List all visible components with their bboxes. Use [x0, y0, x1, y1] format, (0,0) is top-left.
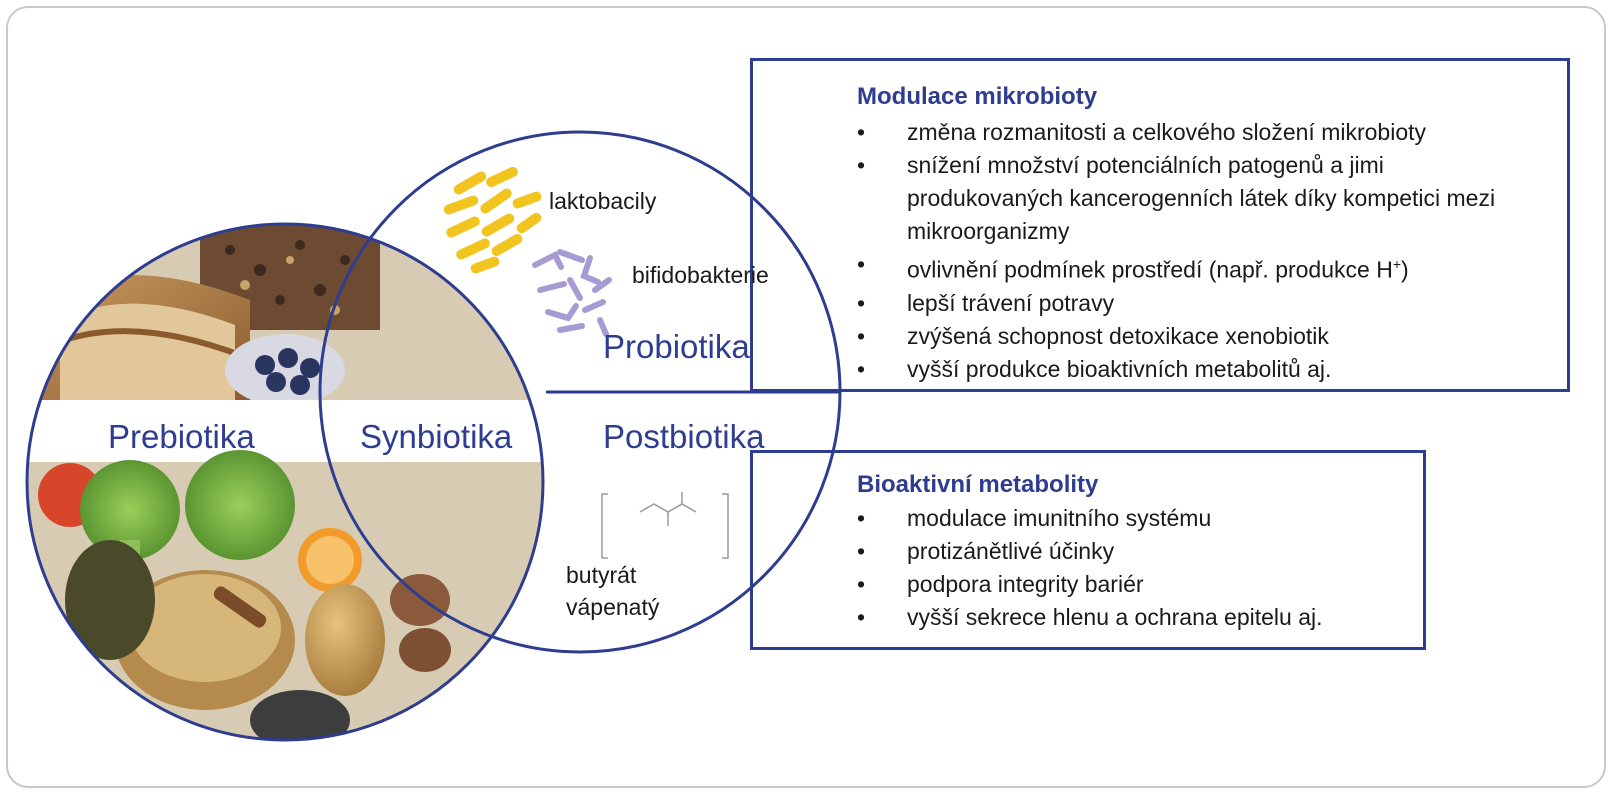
bioactive-metabolites-box: Bioaktivní metabolity modulace imunitníh… [750, 450, 1426, 650]
synbiotika-label: Synbiotika [360, 418, 513, 455]
microbiota-modulation-list: změna rozmanitosti a celkového složení m… [857, 116, 1547, 386]
lactobacilli-illustration [443, 166, 542, 274]
list-item: podpora integrity bariér [857, 568, 1417, 601]
list-item: snížení množství potenciálních patogenů … [857, 149, 1547, 248]
lactobacilli-label: laktobacily [549, 188, 657, 214]
microbiota-modulation-box: Modulace mikrobioty změna rozmanitosti a… [750, 58, 1570, 392]
microbiota-modulation-title: Modulace mikrobioty [857, 83, 1098, 110]
list-item: lepší trávení potravy [857, 287, 1547, 320]
list-item: modulace imunitního systému [857, 502, 1417, 535]
calcium-butyrate-label-line1: butyrát [566, 562, 637, 588]
bifidobacteria-label: bifidobakterie [632, 262, 769, 288]
prebiotika-circle [25, 222, 545, 742]
postbiotika-label: Postbiotika [603, 418, 765, 455]
list-item-text: ovlivnění podmínek prostředí (např. prod… [907, 256, 1393, 283]
list-item: vyšší produkce bioaktivních metabolitů a… [857, 353, 1547, 386]
bifidobacteria-illustration [532, 249, 612, 337]
hydrogen-ion-charge: + [1392, 256, 1401, 272]
list-item-suffix: ) [1401, 256, 1409, 283]
list-item: ovlivnění podmínek prostředí (např. prod… [857, 248, 1547, 287]
probiotika-label: Probiotika [603, 328, 750, 365]
prebiotika-label: Prebiotika [108, 418, 255, 455]
prebiotic-foods-image [27, 224, 543, 740]
list-item: změna rozmanitosti a celkového složení m… [857, 116, 1547, 149]
calcium-butyrate-label-line2: vápenatý [566, 594, 660, 620]
calcium-butyrate-structure [601, 492, 729, 559]
list-item: protizánětlivé účinky [857, 535, 1417, 568]
bioactive-metabolites-title: Bioaktivní metabolity [857, 471, 1099, 498]
bioactive-metabolites-list: modulace imunitního systému protizánětli… [857, 502, 1417, 634]
list-item: vyšší sekrece hlenu a ochrana epitelu aj… [857, 601, 1417, 634]
list-item: zvýšená schopnost detoxikace xenobiotik [857, 320, 1547, 353]
